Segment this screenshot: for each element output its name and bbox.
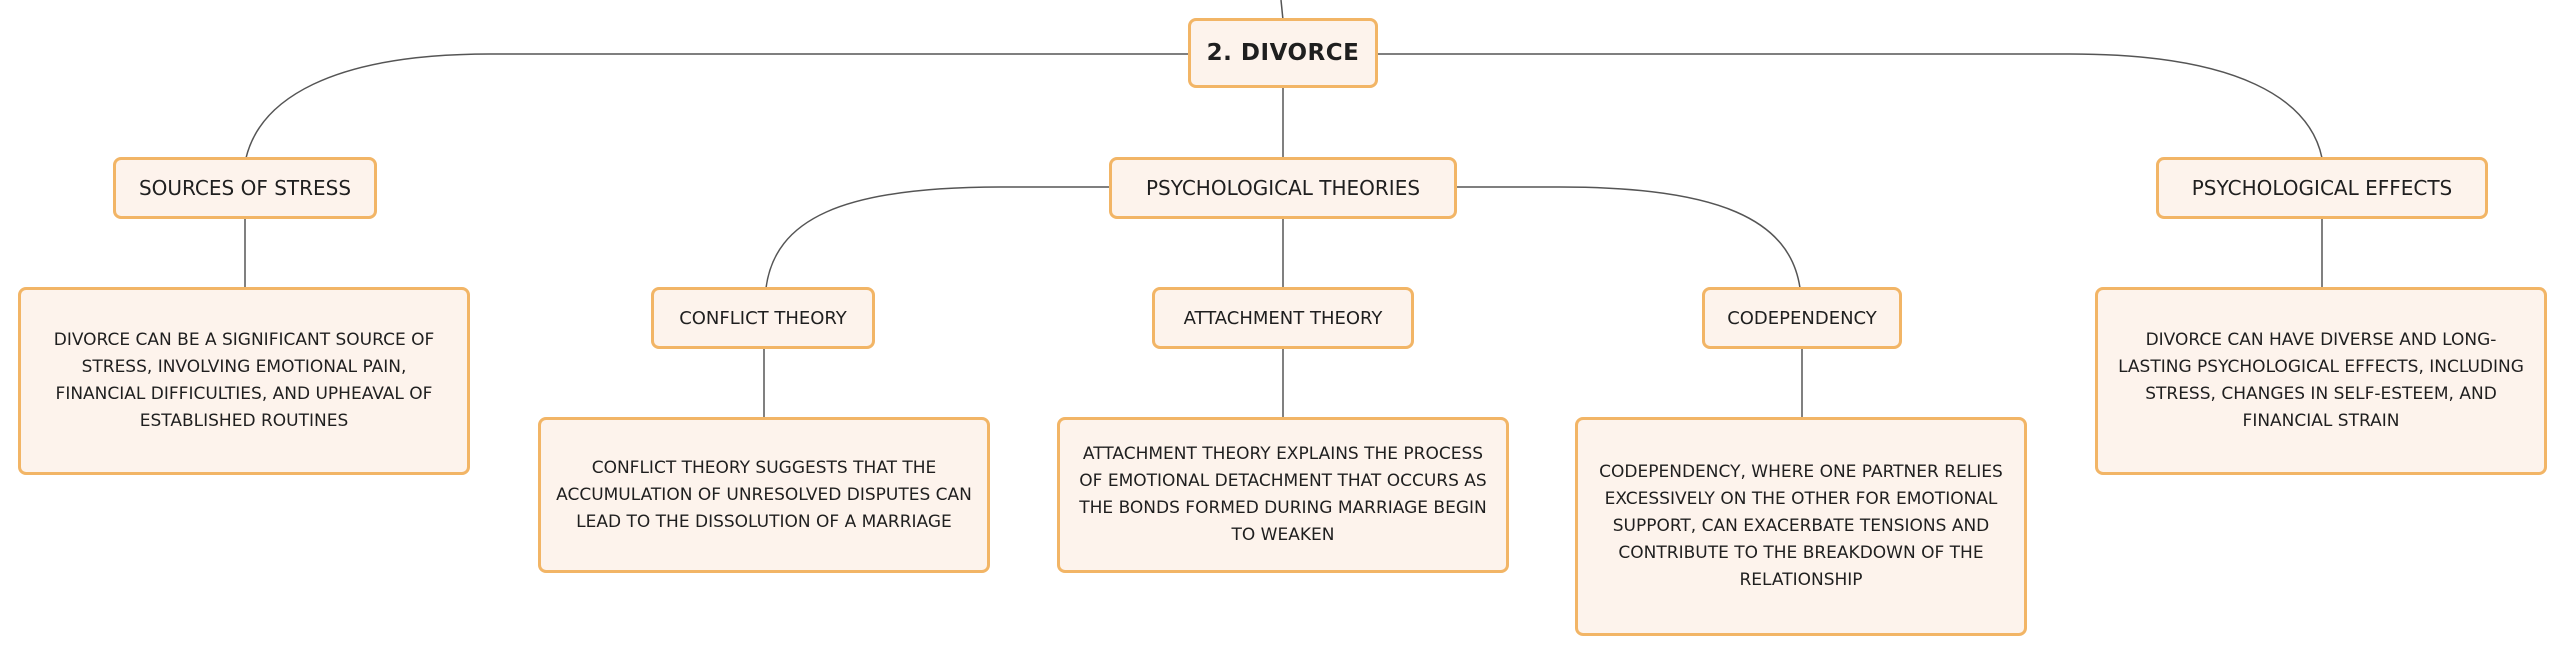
branch-node-label: PSYCHOLOGICAL THEORIES — [1145, 176, 1421, 200]
detail-node-text: DIVORCE CAN HAVE DIVERSE AND LONG-LASTIN… — [2118, 330, 2524, 431]
detail-node-attachment-theory[interactable]: ATTACHMENT THEORY EXPLAINS THE PROCESS O… — [1057, 417, 1509, 573]
detail-node-text: CODEPENDENCY, WHERE ONE PARTNER RELIES E… — [1599, 462, 2003, 590]
root-node-label: 2. DIVORCE — [1206, 40, 1360, 66]
sub-node-codependency[interactable]: CODEPENDENCY — [1702, 287, 1902, 349]
connector-theories-to-codependency — [1456, 186, 1801, 289]
connector-root-to-psychological-effects — [1376, 53, 2323, 159]
sub-node-label: CODEPENDENCY — [1727, 307, 1877, 329]
sub-node-label: ATTACHMENT THEORY — [1183, 307, 1383, 329]
connector-theories-to-conflict-theory — [765, 186, 1110, 289]
branch-node-sources-of-stress[interactable]: SOURCES OF STRESS — [113, 157, 377, 219]
detail-node-conflict-theory[interactable]: CONFLICT THEORY SUGGESTS THAT THE ACCUMU… — [538, 417, 990, 573]
detail-node-codependency[interactable]: CODEPENDENCY, WHERE ONE PARTNER RELIES E… — [1575, 417, 2027, 636]
detail-node-sources-of-stress[interactable]: DIVORCE CAN BE A SIGNIFICANT SOURCE OF S… — [18, 287, 470, 475]
sub-node-attachment-theory[interactable]: ATTACHMENT THEORY — [1152, 287, 1414, 349]
branch-node-label: SOURCES OF STRESS — [138, 176, 352, 200]
branch-node-psychological-effects[interactable]: PSYCHOLOGICAL EFFECTS — [2156, 157, 2488, 219]
branch-node-psychological-theories[interactable]: PSYCHOLOGICAL THEORIES — [1109, 157, 1457, 219]
detail-node-text: CONFLICT THEORY SUGGESTS THAT THE ACCUMU… — [556, 457, 972, 532]
sub-node-label: CONFLICT THEORY — [679, 307, 847, 329]
detail-node-psychological-effects[interactable]: DIVORCE CAN HAVE DIVERSE AND LONG-LASTIN… — [2095, 287, 2547, 475]
sub-node-conflict-theory[interactable]: CONFLICT THEORY — [651, 287, 875, 349]
connector-parent-to-root — [1280, 0, 1284, 21]
connector-root-to-sources-of-stress — [245, 53, 1190, 159]
root-node-divorce[interactable]: 2. DIVORCE — [1188, 18, 1378, 88]
detail-node-text: DIVORCE CAN BE A SIGNIFICANT SOURCE OF S… — [53, 330, 435, 431]
detail-node-text: ATTACHMENT THEORY EXPLAINS THE PROCESS O… — [1079, 444, 1487, 545]
branch-node-label: PSYCHOLOGICAL EFFECTS — [2191, 176, 2453, 200]
